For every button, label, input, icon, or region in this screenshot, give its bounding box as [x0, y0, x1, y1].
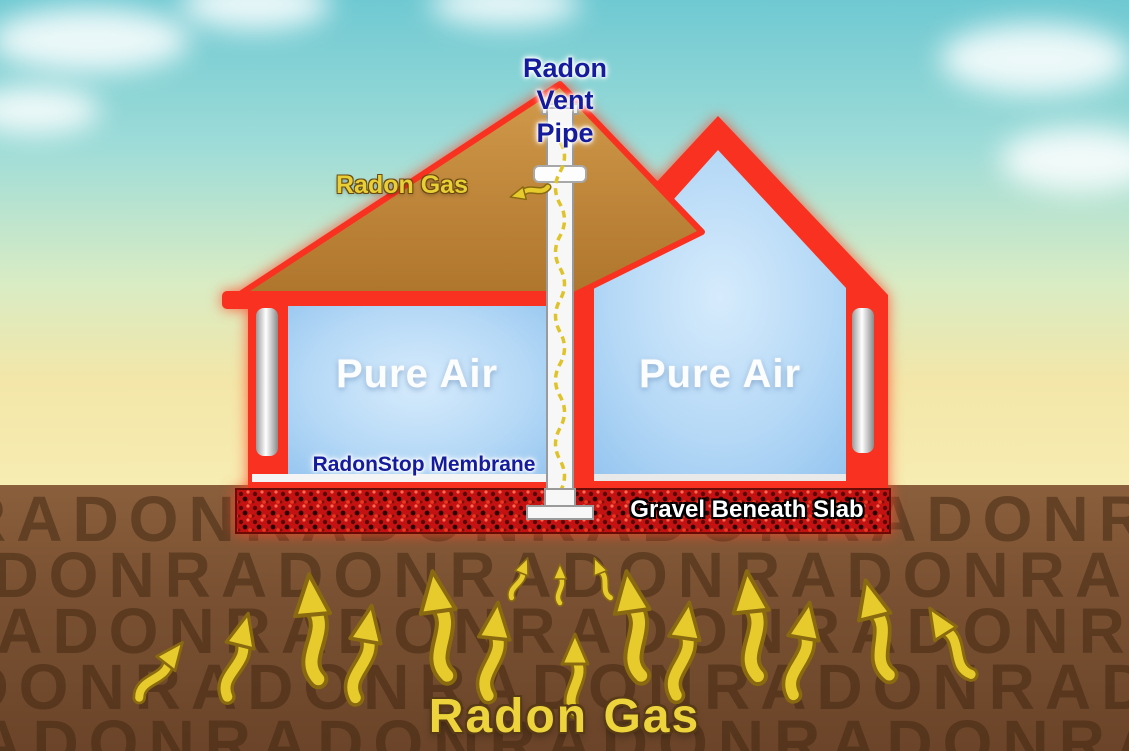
radon-arrow: [473, 601, 514, 697]
vent-pipe-label: Radon Vent Pipe: [505, 52, 625, 149]
pure-air-right-label: Pure Air: [638, 352, 802, 396]
radon-arrow: [661, 600, 705, 697]
vent-pipe-label-line: Radon: [523, 53, 607, 83]
radon-arrow: [588, 555, 617, 600]
radon-arrow: [729, 569, 775, 677]
left-window-pillar: [256, 308, 278, 456]
cloud: [1000, 128, 1129, 192]
soil-pattern-text: RADONRADONRADONRADONRADONRADONRADONRADON…: [0, 707, 1129, 751]
radon-gas-exit-label: Radon Gas: [336, 171, 468, 199]
radon-gas-soil-label: Radon Gas: [428, 690, 701, 743]
radon-arrow: [850, 576, 905, 678]
radon-arrow: [919, 601, 982, 681]
cloud: [0, 8, 190, 72]
gravel-beneath-slab-label: Gravel Beneath Slab: [630, 496, 864, 523]
vent-pipe-label-line: Pipe: [536, 117, 594, 148]
cloud: [940, 24, 1129, 94]
membrane-strip-left: [252, 474, 548, 482]
pipe-gas-squiggle: [553, 141, 567, 493]
membrane-strip-right: [594, 474, 846, 481]
radon-arrow: [505, 555, 534, 600]
soil-pattern-text: RADONRADONRADONRADONRADONRADONRADONRADON…: [0, 651, 1129, 723]
right-window-pillar: [852, 308, 874, 453]
vent-pipe: [526, 103, 594, 520]
pure-air-room-left: [288, 306, 546, 480]
radon-arrow: [778, 600, 825, 698]
radon-arrow: [213, 610, 262, 700]
radon-arrow: [554, 564, 567, 603]
left-eave: [222, 291, 570, 309]
radonstop-membrane-label: RadonStop Membrane: [312, 453, 536, 476]
radon-arrow: [292, 573, 336, 681]
pipe-tee-horizontal: [526, 505, 594, 520]
radon-arrow: [609, 569, 658, 678]
vent-pipe-roof-flange: [533, 165, 587, 183]
house: [222, 81, 891, 534]
radon-arrow: [340, 603, 387, 701]
vent-pipe-label-line: Vent: [536, 85, 594, 116]
radon-arrow: [415, 569, 464, 678]
cloud: [0, 86, 100, 134]
pure-air-left-label: Pure Air: [335, 352, 499, 396]
